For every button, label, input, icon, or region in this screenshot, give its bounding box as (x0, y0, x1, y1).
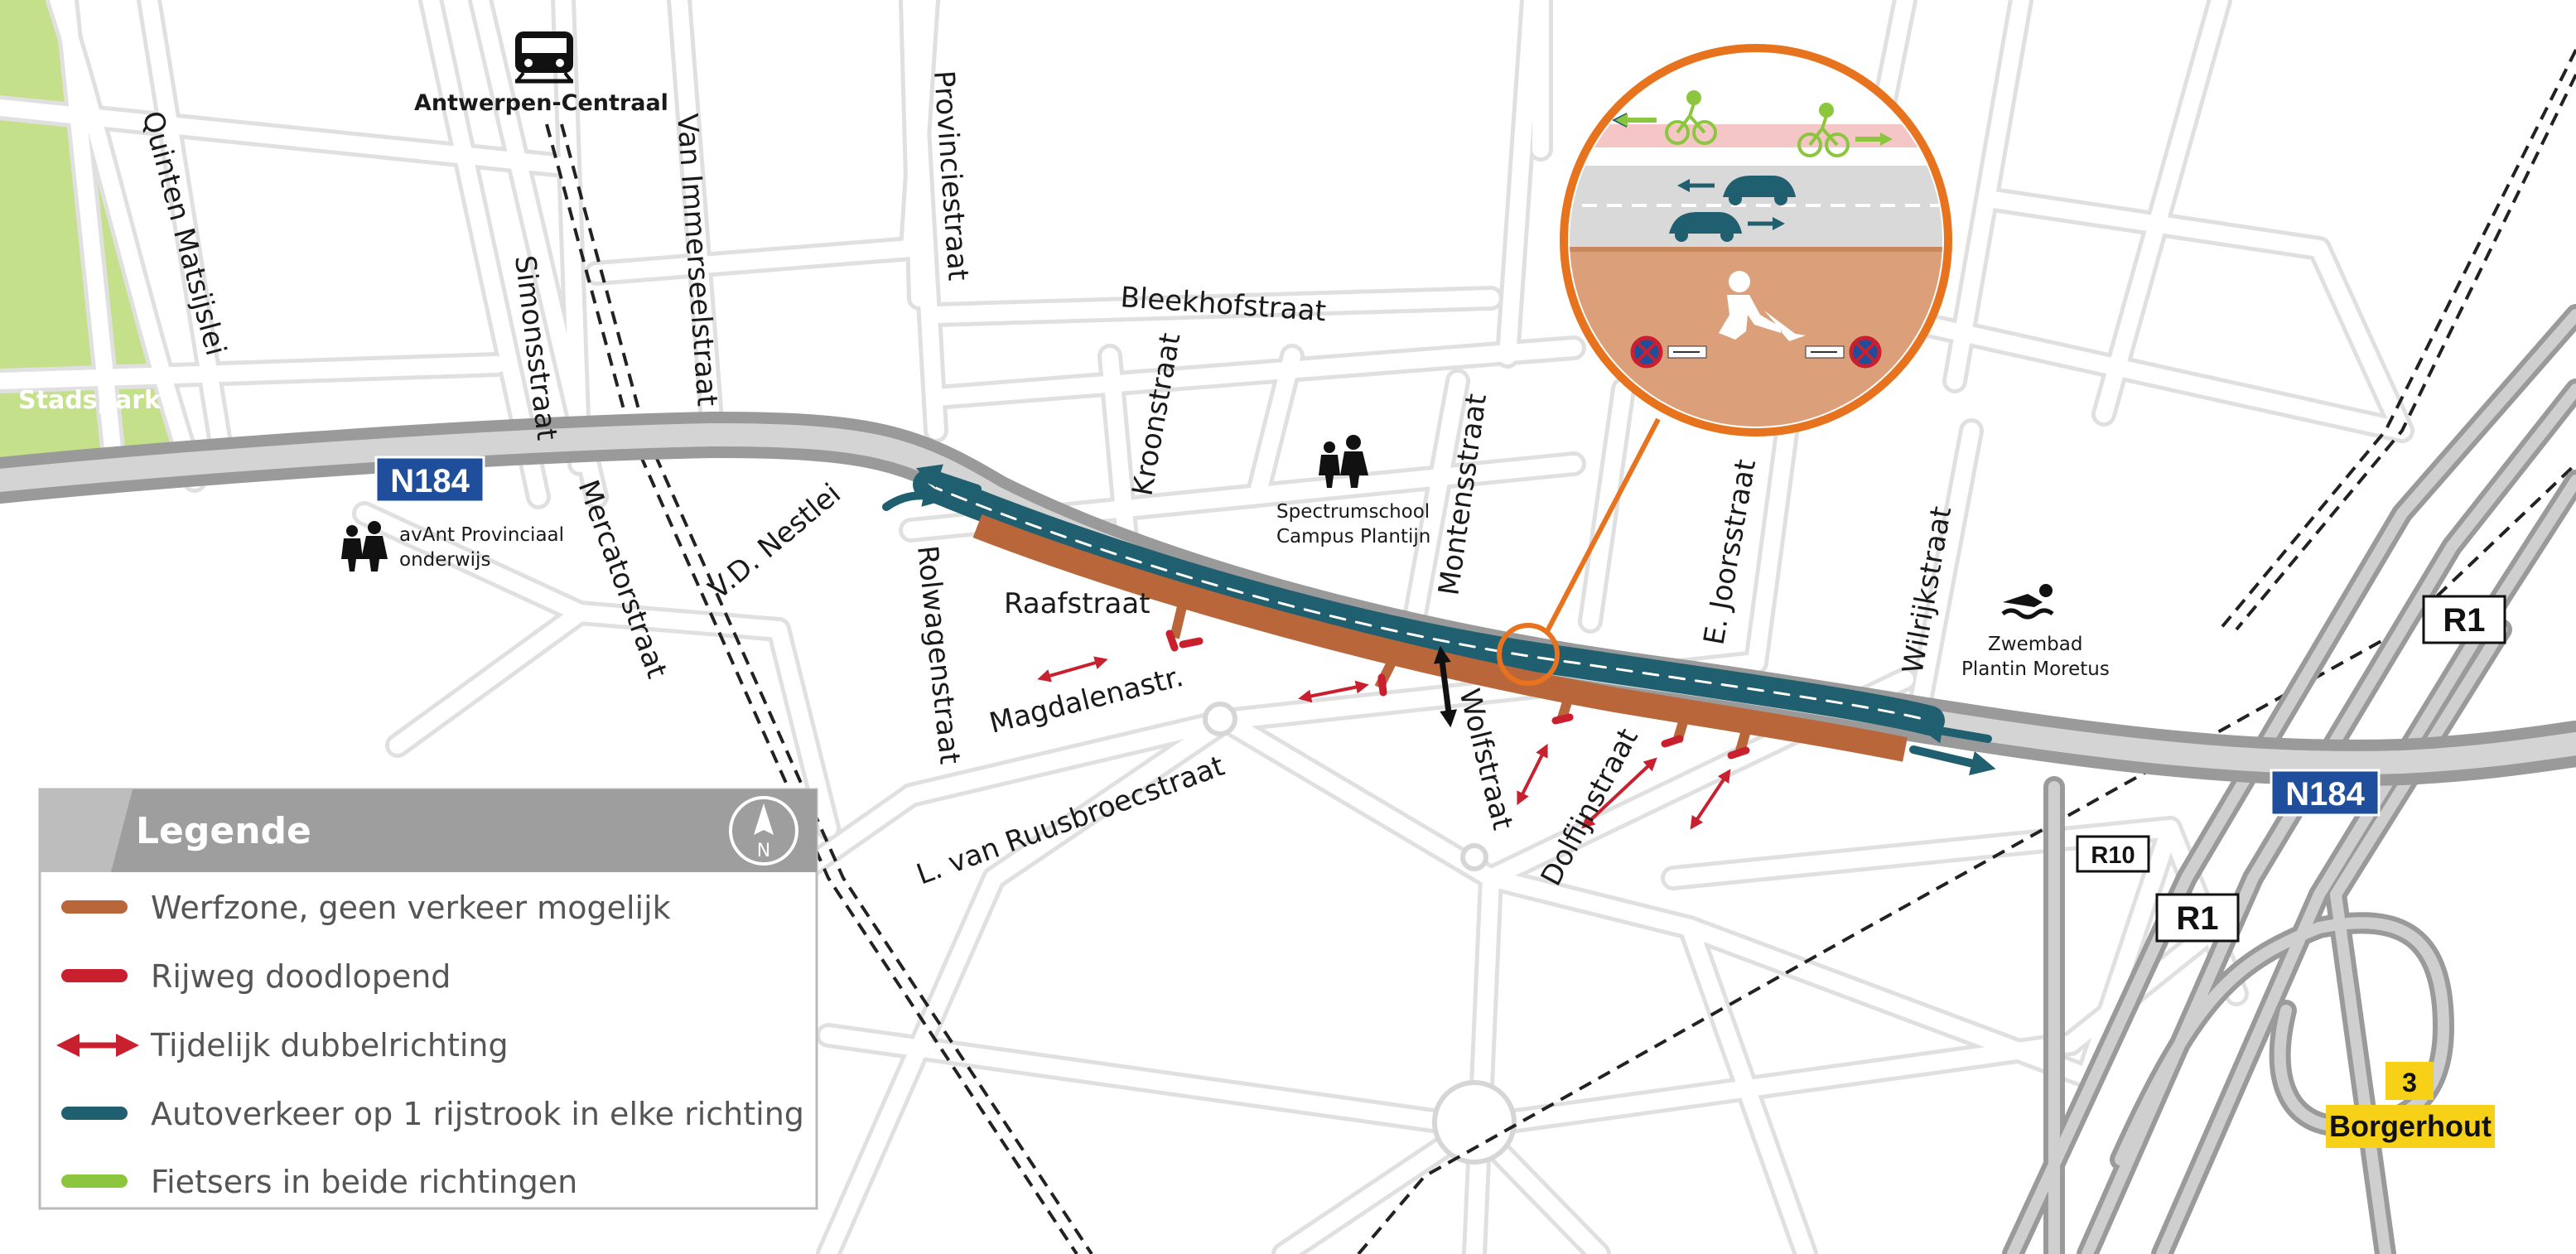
school1-label-2: onderwijs (399, 549, 490, 571)
school-children-icon (1319, 435, 1368, 488)
legend-label-two-way: Tijdelijk dubbelrichting (150, 1027, 509, 1063)
n184-badge-left: N184 (374, 456, 485, 504)
street-montensstraat[interactable]: Montensstraat (1432, 392, 1493, 597)
street-van-immerseelstraat[interactable]: Van Immerseelstraat (670, 113, 724, 408)
no-stopping-sign-icon (1630, 335, 1707, 369)
exit-number: 3 (2402, 1068, 2417, 1097)
legend-item-work-zone: Werfzone, geen verkeer mogelijk (61, 890, 671, 926)
exit-sign: 3 Borgerhout (2326, 1062, 2495, 1148)
legend-item-car-traffic: Autoverkeer op 1 rijstrook in elke richt… (61, 1096, 804, 1132)
legend-label-car-traffic: Autoverkeer op 1 rijstrook in elke richt… (151, 1096, 804, 1132)
two-way-arrows (1037, 656, 1731, 830)
school-children-icon (341, 521, 388, 572)
railway (545, 49, 2576, 1254)
street-mercatorstraat[interactable]: Mercatorstraat (572, 475, 673, 682)
n184-badge-left-text: N184 (390, 463, 470, 499)
school1-label-1: avAnt Provinciaal (399, 524, 564, 546)
bicycle-icon (1797, 103, 1850, 157)
legend-item-bikes: Fietsers in beide richtingen (61, 1164, 577, 1200)
r10-badge: R10 (2076, 835, 2150, 873)
pool-label-1: Zwembad (1988, 634, 2082, 655)
street-provinciestraat[interactable]: Provinciestraat (927, 70, 975, 282)
bicycle-icon (1665, 90, 1717, 145)
road-worker-icon (1719, 271, 1806, 341)
r1-badge-top: R1 (2422, 595, 2506, 644)
r1-badge-bottom-text: R1 (2176, 900, 2218, 937)
callout-connector (1497, 417, 1661, 686)
car-traffic-route (882, 464, 1996, 776)
street-quinten-matsijslei[interactable]: Quinten Matsijslei (135, 108, 232, 359)
street-rolwagenstraat[interactable]: Rolwagenstraat (910, 544, 966, 766)
legend-item-dead-end: Rijweg doodlopend (61, 958, 451, 995)
legend-label-bikes: Fietsers in beide richtingen (151, 1164, 577, 1200)
legend-label-work-zone: Werfzone, geen verkeer mogelijk (151, 890, 671, 926)
legend-label-dead-end: Rijweg doodlopend (151, 958, 451, 995)
legend-title: Legende (136, 810, 311, 852)
r10-badge-text: R10 (2091, 842, 2135, 869)
train-icon (515, 31, 573, 84)
exit-name: Borgerhout (2329, 1109, 2492, 1143)
dead-end-markers (1165, 629, 1750, 760)
legend: Legende N Werfzone, geen verkeer mogelij… (38, 788, 818, 1210)
street-wilrijkstraat[interactable]: Wilrijkstraat (1896, 504, 1958, 676)
street-magdalenastr[interactable]: Magdalenastr. (987, 660, 1187, 740)
roundabouts (1203, 702, 1517, 1165)
north-label: N (757, 841, 770, 861)
r1-badge-bottom: R1 (2155, 893, 2240, 943)
street-vd-nestlei[interactable]: V.D. Nestlei (702, 477, 847, 606)
street-wolfstraat[interactable]: Wolfstraat (1452, 686, 1519, 833)
no-stopping-sign-icon (1805, 335, 1882, 369)
street-l-van-ruusbroecstraat[interactable]: L. van Ruusbroecstraat (912, 750, 1228, 892)
legend-item-two-way: Tijdelijk dubbelrichting (56, 1027, 509, 1063)
street-e-joorsstraat[interactable]: E. Joorsstraat (1697, 457, 1763, 648)
n184-badge-right-text: N184 (2285, 776, 2365, 813)
n184-badge-right: N184 (2270, 769, 2381, 817)
street-kroonstraat[interactable]: Kroonstraat (1126, 330, 1187, 499)
school2-label-1: Spectrumschool (1276, 501, 1430, 523)
north-arrow-icon: N (729, 796, 798, 866)
street-dolfijnstraat[interactable]: Dolfijnstraat (1535, 723, 1645, 891)
school2-label-2: Campus Plantijn (1276, 526, 1430, 547)
pool-label-2: Plantin Moretus (1961, 658, 2110, 680)
car-icon (1669, 212, 1742, 242)
minor-streets (0, 0, 2414, 1254)
r1-badge-top-text: R1 (2443, 602, 2485, 639)
park-label: Stadspark (18, 386, 162, 415)
wolfstraat-arrow (1433, 645, 1458, 728)
street-bleekhofstraat[interactable]: Bleekhofstraat (1119, 281, 1327, 328)
swimmer-icon (2001, 584, 2054, 620)
station-label: Antwerpen-Centraal (414, 90, 668, 116)
car-icon (1723, 176, 1796, 205)
street-simonsstraat[interactable]: Simonsstraat (508, 253, 563, 441)
street-raafstraat[interactable]: Raafstraat (1004, 587, 1151, 620)
